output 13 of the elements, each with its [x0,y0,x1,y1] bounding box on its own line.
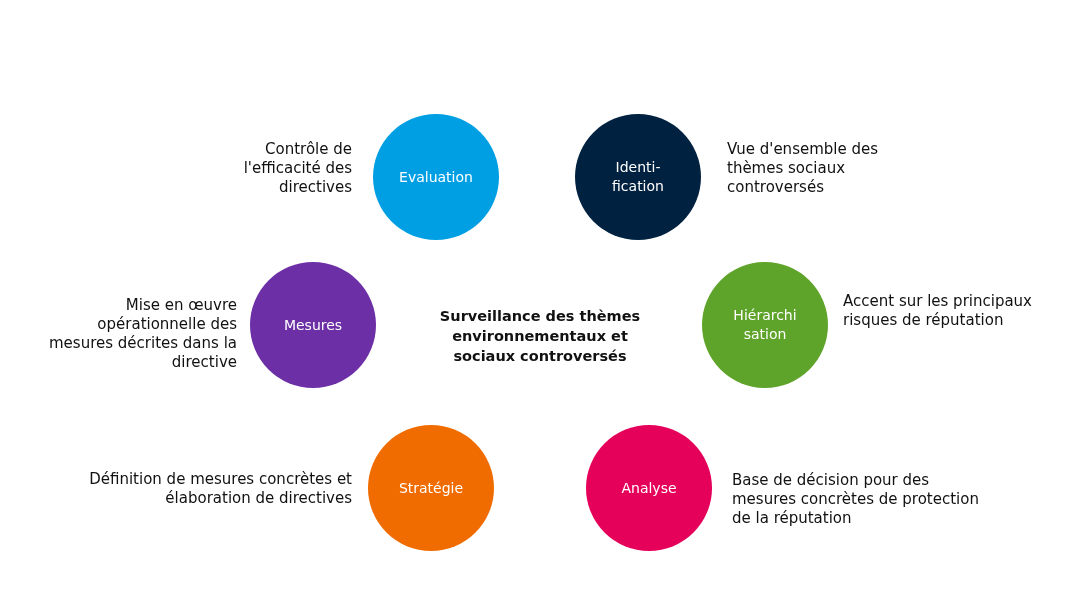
step-label: Identi- fication [611,158,665,196]
step-label: Stratégie [397,478,465,498]
step-label: Evaluation [398,167,474,187]
step-description: Accent sur les principaux risques de réputation [843,292,1033,330]
step-description: Vue d'ensemble des thèmes sociaux controversés [727,140,880,197]
step-description: Définition de mesures concrètes et élaboration de directives [88,470,352,508]
step-description: Contrôle de l'efficacité des directives [242,140,352,197]
center-title: Surveillance des thèmes environnementaux et sociaux controversés [438,307,642,366]
step-description: Mise en œuvre opérationnelle des mesures décrites dans la directive [48,296,237,372]
step-description: Base de décision pour des mesures concrètes de protection de la réputation [732,471,980,528]
step-label: Hiérarchi sation [732,306,798,344]
step-label: Mesures [282,315,344,335]
step-label: Analyse [620,478,678,498]
